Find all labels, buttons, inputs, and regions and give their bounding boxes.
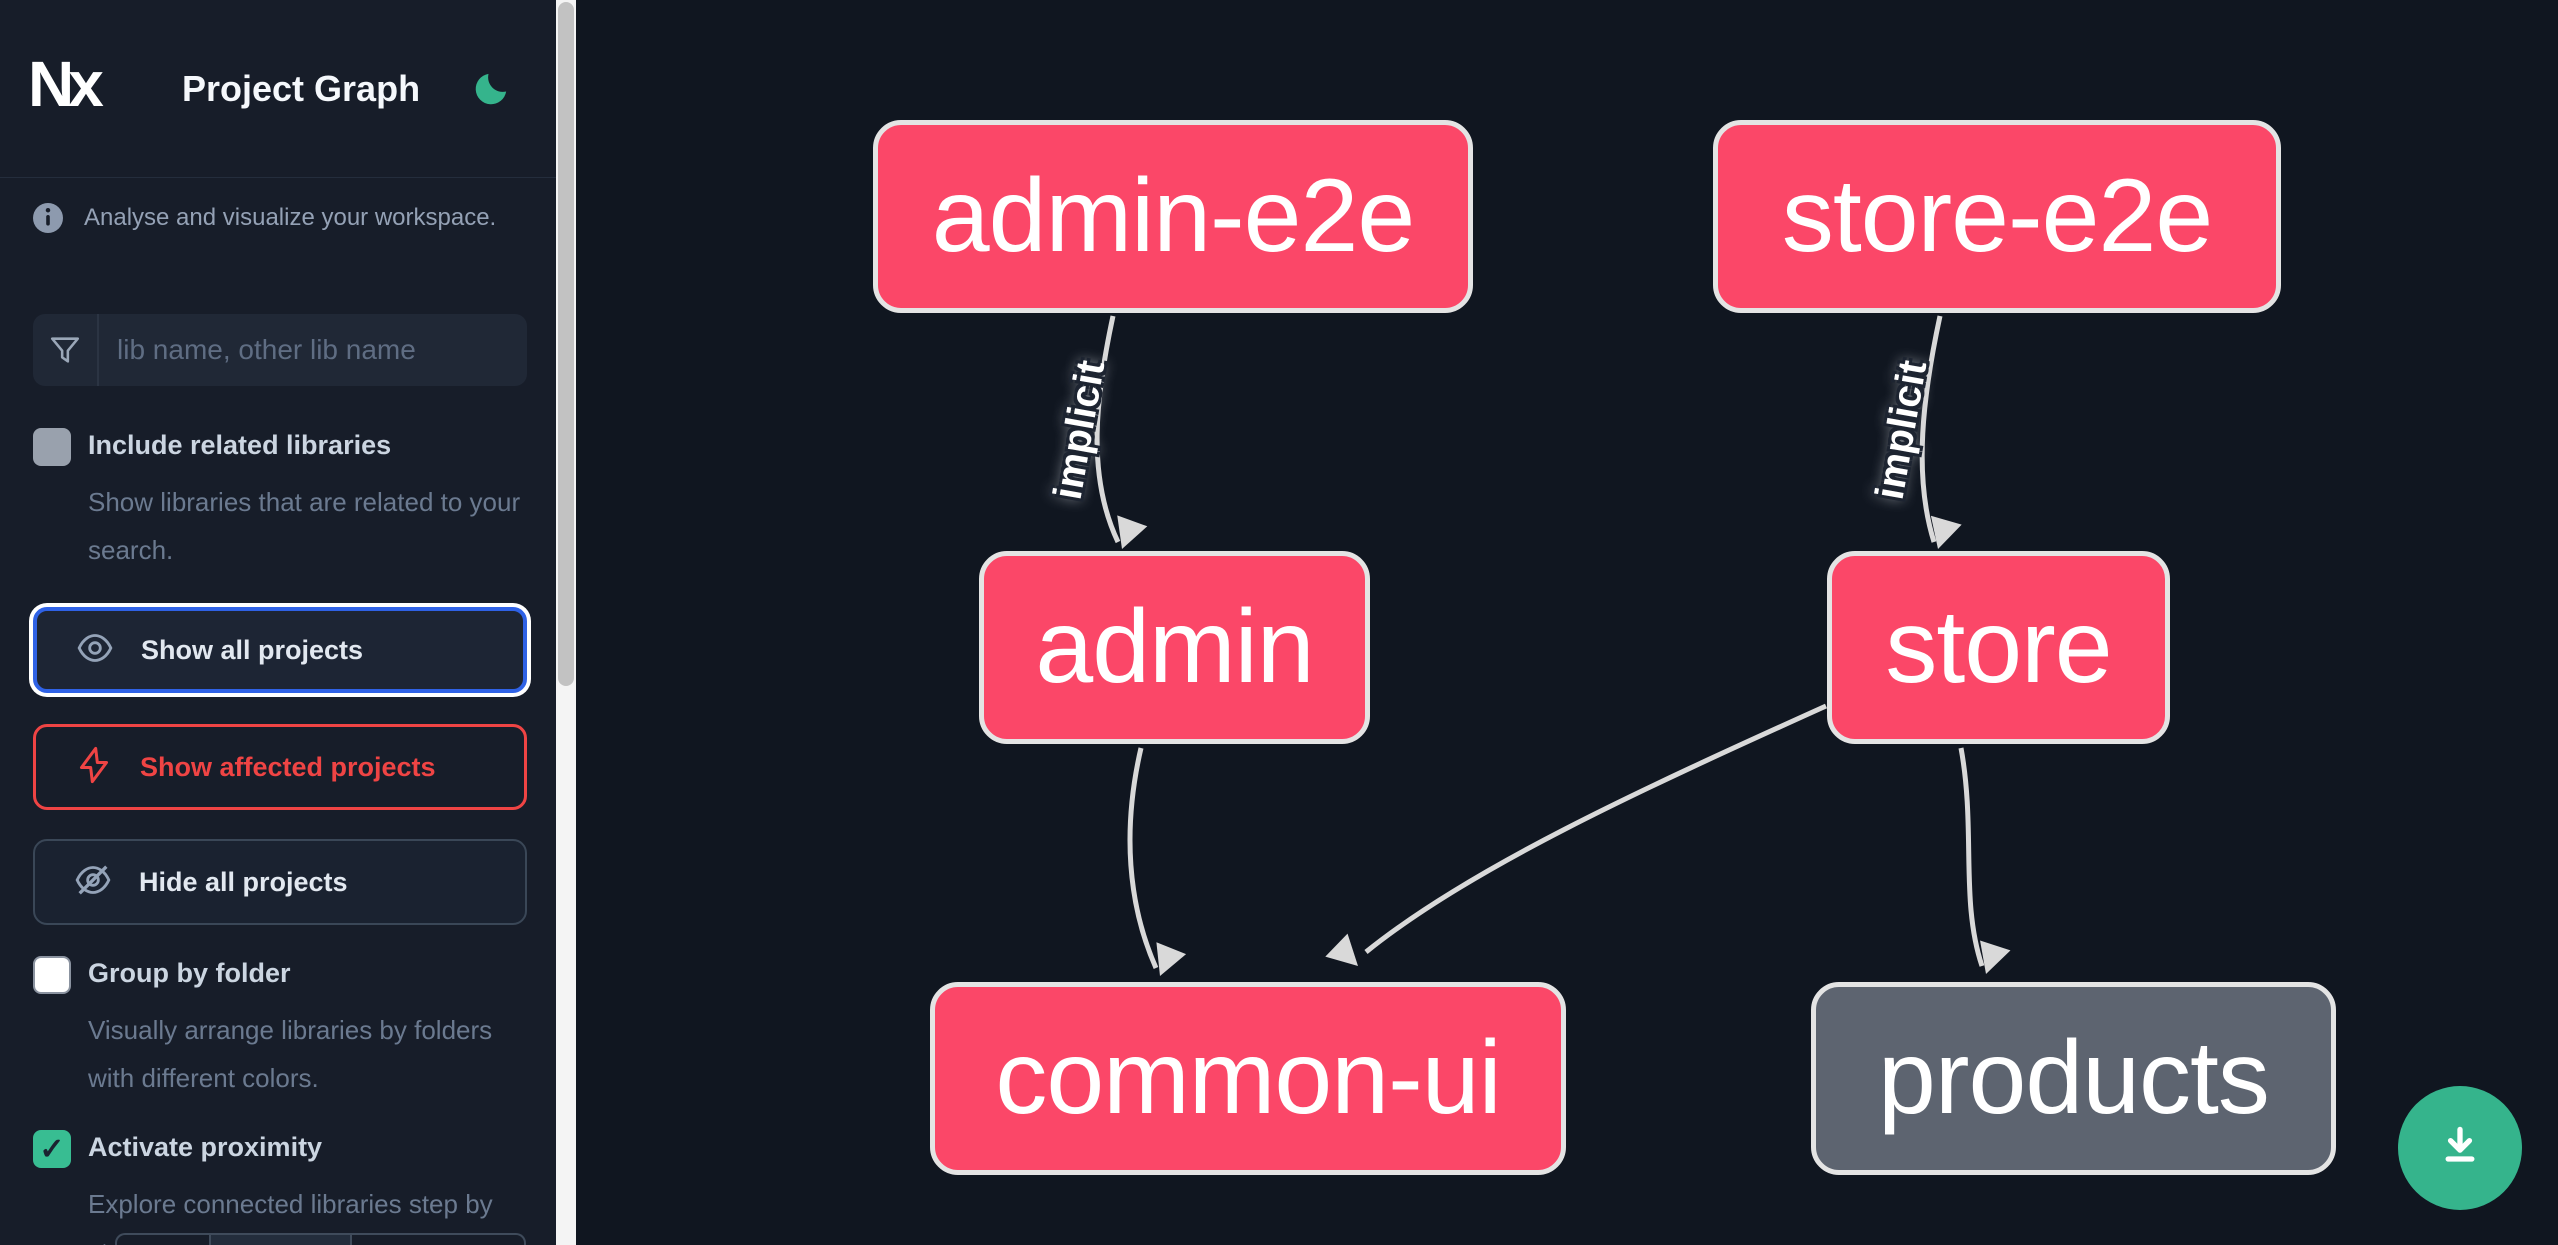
option-group-by-folder: Group by folder Visually arrange librari… <box>33 954 533 1104</box>
edge-store-to-products <box>1958 747 1985 967</box>
arrowhead <box>1117 515 1148 549</box>
arrowhead <box>1325 933 1358 966</box>
download-icon <box>2434 1120 2486 1177</box>
edge-admin-to-common-ui <box>1127 747 1159 970</box>
sidebar-scrollbar-track[interactable] <box>556 0 576 1245</box>
sidebar-header: Nx Project Graph <box>0 0 556 178</box>
theme-toggle-moon-icon[interactable] <box>472 68 512 108</box>
button-label: Show all projects <box>141 634 364 665</box>
bolt-icon <box>74 745 114 790</box>
proximity-decrement-segment[interactable] <box>117 1235 211 1245</box>
graph-node-admin[interactable]: admin <box>979 551 1370 744</box>
option-label: Activate proximity <box>88 1132 323 1162</box>
arrowhead <box>1980 940 2011 974</box>
show-all-projects-button[interactable]: Show all projects <box>33 607 527 693</box>
search-input[interactable] <box>99 334 527 366</box>
proximity-depth-control[interactable] <box>115 1233 526 1245</box>
graph-node-admin-e2e[interactable]: admin-e2e <box>873 120 1473 313</box>
button-label: Show affected projects <box>140 751 436 782</box>
edge-admin-e2e-to-admin <box>1094 315 1121 544</box>
eye-icon <box>75 628 115 673</box>
dependency-edges <box>1094 315 2011 976</box>
edge-store-e2e-to-store <box>1919 315 1943 543</box>
sidebar-scrollbar-thumb[interactable] <box>558 2 574 686</box>
graph-node-store-e2e[interactable]: store-e2e <box>1713 120 2281 313</box>
graph-node-store[interactable]: store <box>1827 551 2170 744</box>
project-filter-searchbox <box>33 314 527 386</box>
project-graph-canvas[interactable]: implicit implicit admin-e2e store-e2e ad… <box>576 0 2558 1245</box>
option-label: Include related libraries <box>88 430 392 460</box>
option-label: Group by folder <box>88 958 291 988</box>
download-graph-button[interactable] <box>2398 1086 2522 1210</box>
hide-all-projects-button[interactable]: Hide all projects <box>33 839 527 925</box>
sidebar: Nx Project Graph Analyse and visualize y… <box>0 0 556 1245</box>
option-activate-proximity: ✓ Activate proximity Explore connected l… <box>33 1128 533 1245</box>
option-description: Show libraries that are related to your … <box>88 487 521 565</box>
arrowhead <box>1930 515 1962 549</box>
funnel-filter-icon <box>33 314 99 386</box>
proximity-increment-segment[interactable] <box>352 1235 524 1245</box>
option-include-related: Include related libraries Show libraries… <box>33 426 533 576</box>
checkbox-activate-proximity[interactable]: ✓ <box>33 1130 71 1168</box>
show-affected-projects-button[interactable]: Show affected projects <box>33 724 527 810</box>
nx-logo: Nx <box>28 48 104 120</box>
option-description: Visually arrange libraries by folders wi… <box>88 1015 493 1093</box>
workspace-tagline: Analyse and visualize your workspace. <box>84 204 497 231</box>
checkbox-group-by-folder[interactable] <box>33 956 71 994</box>
workspace-tagline-row: Analyse and visualize your workspace. <box>30 200 540 236</box>
graph-node-common-ui[interactable]: common-ui <box>930 982 1566 1175</box>
info-icon <box>30 200 66 236</box>
graph-node-products[interactable]: products <box>1811 982 2336 1175</box>
arrowhead <box>1156 942 1187 976</box>
edge-store-to-common-ui <box>1364 703 1828 954</box>
button-label: Hide all projects <box>139 866 348 897</box>
checkbox-include-related[interactable] <box>33 428 71 466</box>
page-title: Project Graph <box>182 68 421 109</box>
option-description: Explore connected libraries step by step… <box>88 1189 493 1245</box>
eye-off-icon <box>73 860 113 905</box>
proximity-value-segment <box>211 1235 352 1245</box>
